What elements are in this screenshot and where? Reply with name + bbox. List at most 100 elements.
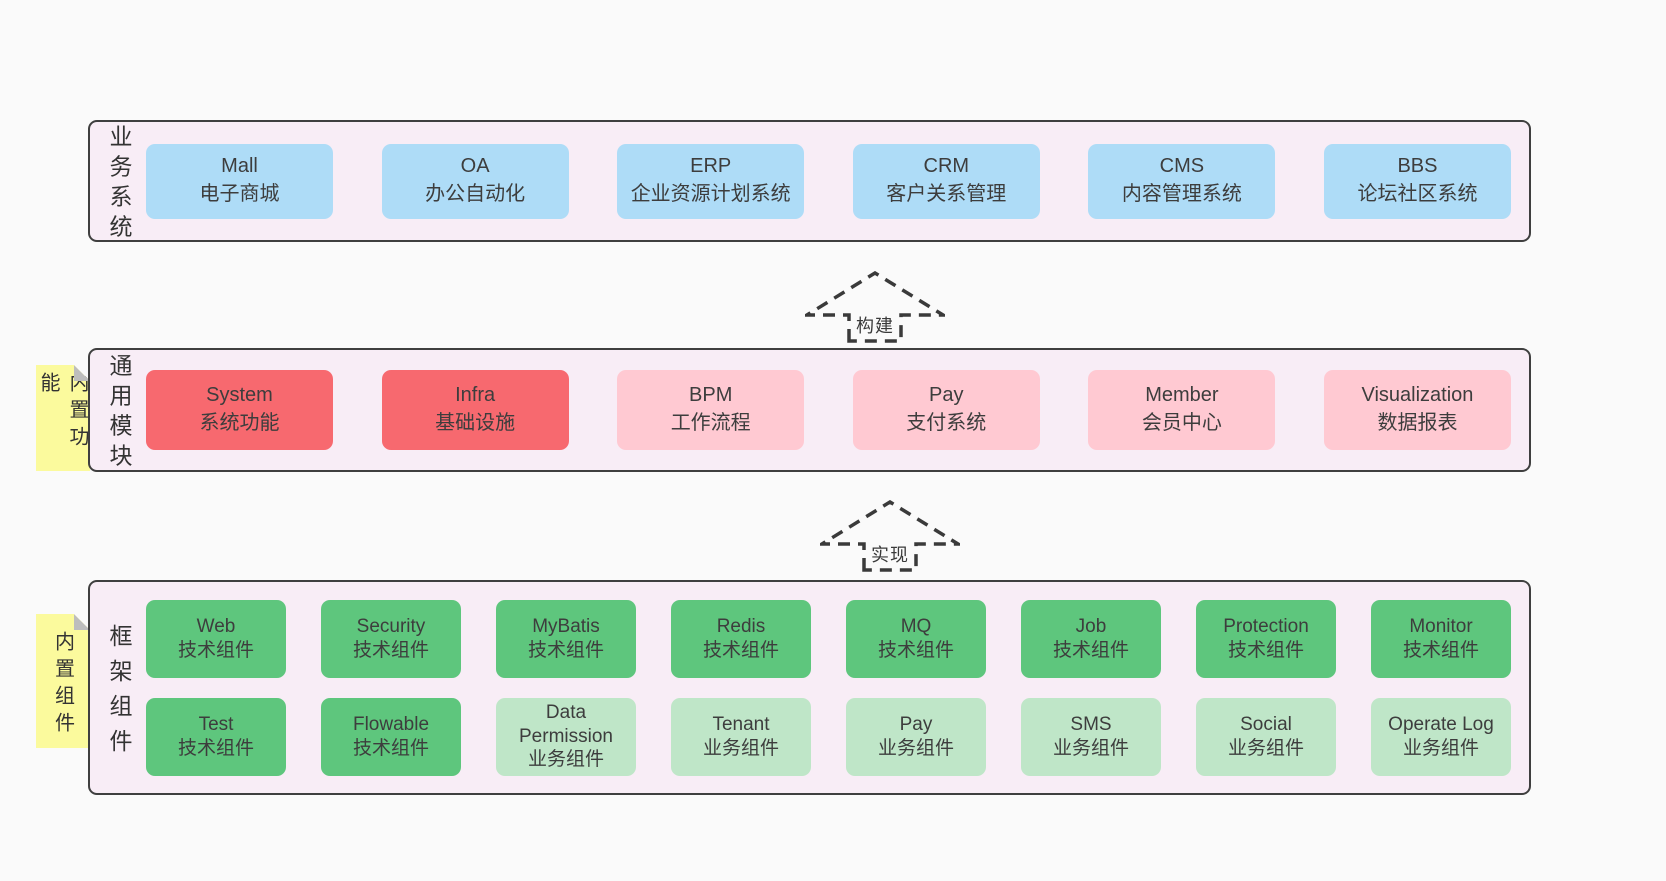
box-subtitle: 技术组件 — [177, 639, 254, 661]
box-title: Pay — [929, 384, 964, 407]
box-subtitle: 论坛社区系统 — [1357, 183, 1478, 205]
panel-common-modules-label: 通用模块 — [106, 353, 132, 474]
box-subtitle: 系统功能 — [199, 412, 280, 434]
box-title: BBS — [1397, 155, 1438, 178]
box-bbs: BBS 论坛社区系统 — [1323, 143, 1511, 219]
box-subtitle: 业务组件 — [702, 737, 779, 759]
box-subtitle: 数据报表 — [1377, 412, 1458, 434]
box-title: Test — [198, 713, 234, 735]
sticky-note-built-in-functions: 内置功能 — [36, 365, 90, 471]
box-mall: Mall 电子商城 — [146, 143, 333, 219]
box-subtitle: 会员中心 — [1141, 412, 1222, 434]
box-subtitle: 电子商城 — [199, 183, 280, 205]
box-title: CMS — [1159, 155, 1205, 178]
box-system: System 系统功能 — [146, 370, 333, 450]
box-subtitle: 技术组件 — [352, 737, 429, 759]
implement-arrow-label: 实现 — [871, 545, 909, 565]
box-infra: Infra 基础设施 — [381, 370, 569, 450]
panel-common-modules: 通用模块 System 系统功能 Infra 基础设施 BPM 工作流程 Pay 支付系统 Me… — [88, 348, 1531, 474]
box-subtitle: 技术组件 — [1227, 639, 1304, 661]
box-title: Protection — [1223, 615, 1309, 637]
box-title: BPM — [689, 384, 733, 407]
box-title: Tenant — [712, 713, 770, 735]
panel-business-systems-label: 业务系统 — [106, 124, 132, 245]
box-title: Visualization — [1361, 384, 1474, 407]
box-row: System 系统功能 Infra 基础设施 BPM 工作流程 Pay 支付系统 Member 会… — [146, 370, 1511, 450]
box-subtitle: 基础设施 — [435, 412, 516, 434]
box-subtitle: 技术组件 — [1402, 639, 1479, 661]
box-title: MQ — [900, 615, 932, 637]
box-title: System — [206, 384, 273, 407]
box-title: Redis — [716, 615, 766, 637]
box-subtitle: 支付系统 — [906, 412, 987, 434]
box-title: Pay — [899, 713, 933, 735]
box-subtitle: 业务组件 — [877, 737, 954, 759]
box-cms: CMS 内容管理系统 — [1088, 143, 1276, 219]
box-subtitle: 技术组件 — [1052, 639, 1129, 661]
build-arrow-label: 构建 — [856, 316, 894, 336]
box-title: Security — [356, 615, 426, 637]
box-title: Data Permission — [519, 701, 613, 747]
box-subtitle: 技术组件 — [527, 639, 604, 661]
dashed-up-arrow-icon — [820, 500, 960, 572]
box-erp: ERP 企业资源计划系统 — [617, 143, 805, 219]
box-subtitle: 业务组件 — [1402, 737, 1479, 759]
box-title: MyBatis — [532, 615, 600, 637]
implement-arrow: 实现 — [820, 500, 960, 572]
dashed-up-arrow-icon — [805, 271, 945, 343]
box-title: Web — [196, 615, 236, 637]
box-title: Social — [1240, 713, 1292, 735]
box-title: Operate Log — [1388, 713, 1494, 735]
box-subtitle: 技术组件 — [702, 639, 779, 661]
box-bpm: BPM 工作流程 — [617, 370, 805, 450]
box-title: Job — [1075, 615, 1107, 637]
box-subtitle: 客户关系管理 — [886, 183, 1007, 205]
panel-framework-components-label: 框架组件 — [106, 623, 132, 764]
box-title: CRM — [923, 155, 970, 178]
box-pay: Pay 支付系统 — [852, 370, 1040, 450]
box-subtitle: 业务组件 — [1052, 737, 1129, 759]
box-subtitle: 业务组件 — [1227, 737, 1304, 759]
box-subtitle: 技术组件 — [177, 737, 254, 759]
box-subtitle: 办公自动化 — [425, 183, 526, 205]
sticky-note-built-in-components: 内置组件 — [36, 614, 90, 748]
box-title: Member — [1145, 384, 1219, 407]
common-modules-rows: System 系统功能 Infra 基础设施 BPM 工作流程 Pay 支付系统 Member 会… — [146, 350, 1511, 470]
box-subtitle: 业务组件 — [527, 749, 604, 771]
box-title: Infra — [455, 384, 496, 407]
box-subtitle: 企业资源计划系统 — [630, 183, 791, 205]
box-visualization: Visualization 数据报表 — [1323, 370, 1511, 450]
box-subtitle: 工作流程 — [670, 412, 751, 434]
box-subtitle: 内容管理系统 — [1121, 183, 1242, 205]
box-title: ERP — [690, 155, 732, 178]
box-title: Mall — [221, 155, 258, 178]
box-subtitle: 技术组件 — [352, 639, 429, 661]
box-crm: CRM 客户关系管理 — [852, 143, 1040, 219]
box-member: Member 会员中心 — [1088, 370, 1276, 450]
build-arrow: 构建 — [805, 271, 945, 343]
box-subtitle: 技术组件 — [877, 639, 954, 661]
